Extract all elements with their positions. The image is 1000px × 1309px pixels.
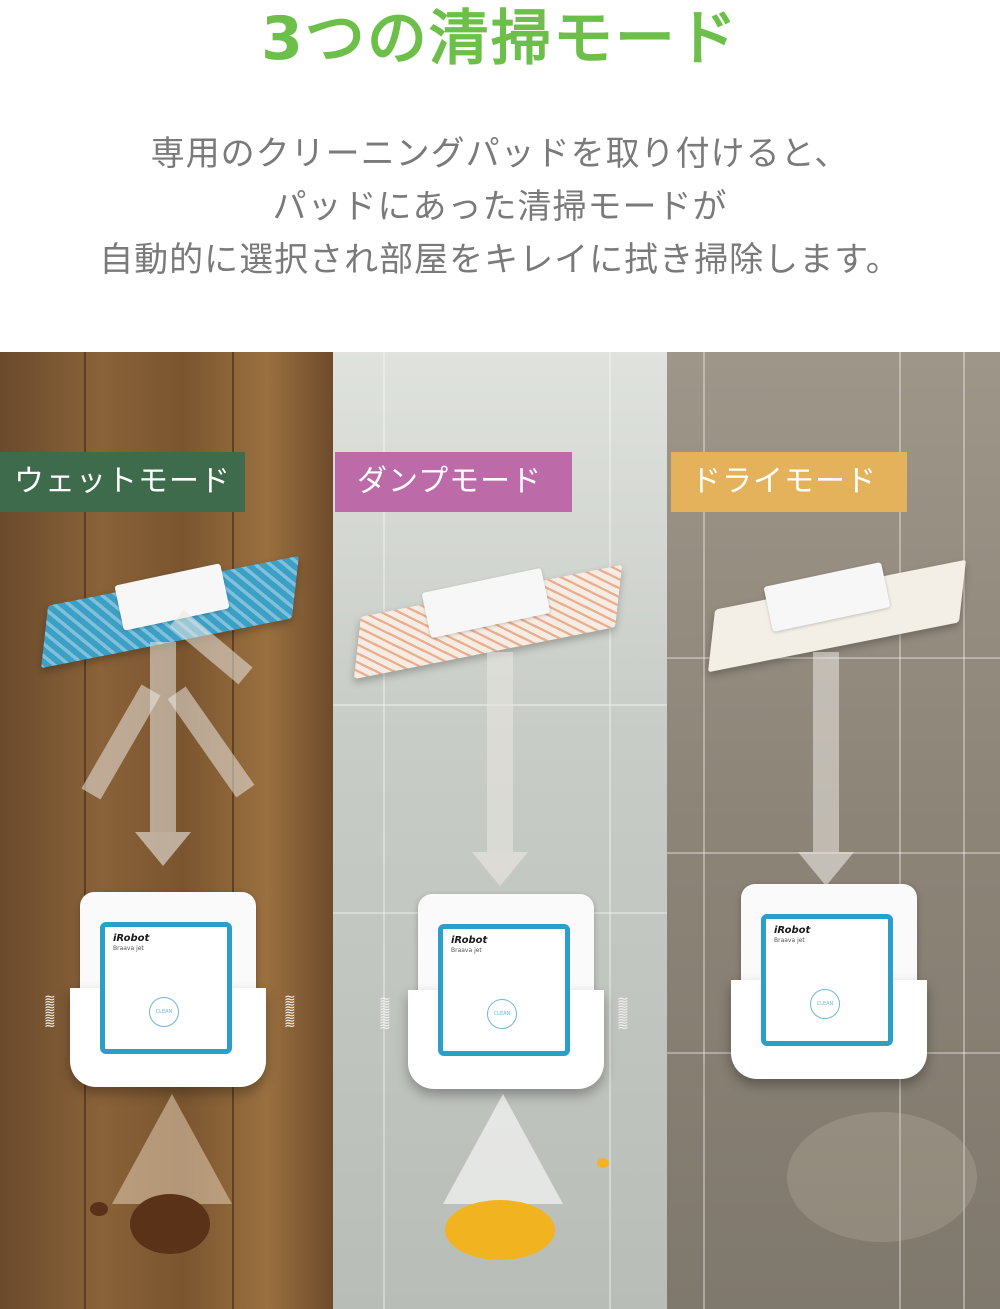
wet-robot-panel: iRobot Braava jet CLEAN: [100, 922, 232, 1054]
yellow-stain: [445, 1200, 555, 1260]
mist-spray: [443, 1094, 563, 1204]
description: 専用のクリーニングパッドを取り付けると、 パッドにあった清掃モードが 自動的に選…: [0, 128, 1000, 287]
damp-arrow-head: [472, 852, 528, 886]
wet-arrow: [150, 642, 176, 832]
damp-arrow: [487, 652, 513, 852]
page-title: 3つの清掃モード: [261, 4, 739, 74]
damp-mode-label: ダンプモード: [335, 452, 573, 512]
vibration-right-icon: ≋≋≋≋: [284, 992, 296, 1032]
wet-mode-panel: ウェットモード iRobot Braava jet CLEAN ≋≋≋≋ ≋≋≋…: [0, 352, 333, 1309]
dry-mode-label: ドライモード: [671, 452, 907, 512]
mode-panels: ウェットモード iRobot Braava jet CLEAN ≋≋≋≋ ≋≋≋…: [0, 352, 1000, 1309]
dry-arrow-head: [798, 852, 854, 886]
wet-robot-clean-button: CLEAN: [149, 997, 179, 1027]
dust-area: [787, 1112, 977, 1242]
dry-mode-panel: ドライモード iRobot Braava jet CLEAN: [667, 352, 1000, 1309]
damp-robot-clean-button: CLEAN: [487, 999, 517, 1029]
dry-arrow: [813, 652, 839, 852]
wet-arrow-head: [135, 832, 191, 866]
damp-robot-panel: iRobot Braava jet CLEAN: [438, 924, 570, 1056]
dry-robot-clean-button: CLEAN: [810, 989, 840, 1019]
description-line-2: パッドにあった清掃モードが: [272, 187, 728, 227]
vibration-right-icon: ≋≋≋≋: [617, 994, 629, 1034]
wet-mode-label: ウェットモード: [0, 452, 245, 512]
wet-robot: iRobot Braava jet CLEAN: [70, 892, 266, 1087]
water-spray: [112, 1094, 232, 1204]
description-line-1: 専用のクリーニングパッドを取り付けると、: [150, 134, 850, 174]
water-stain: [130, 1194, 210, 1254]
dry-robot: iRobot Braava jet CLEAN: [731, 884, 927, 1079]
damp-mode-panel: ダンプモード iRobot Braava jet CLEAN ≋≋≋≋ ≋≋≋≋: [333, 352, 667, 1309]
vibration-left-icon: ≋≋≋≋: [379, 994, 391, 1034]
damp-robot: iRobot Braava jet CLEAN: [408, 894, 604, 1089]
description-line-3: 自動的に選択され部屋をキレイに拭き掃除します。: [99, 240, 901, 280]
vibration-left-icon: ≋≋≋≋: [44, 992, 56, 1032]
dry-robot-panel: iRobot Braava jet CLEAN: [761, 914, 893, 1046]
